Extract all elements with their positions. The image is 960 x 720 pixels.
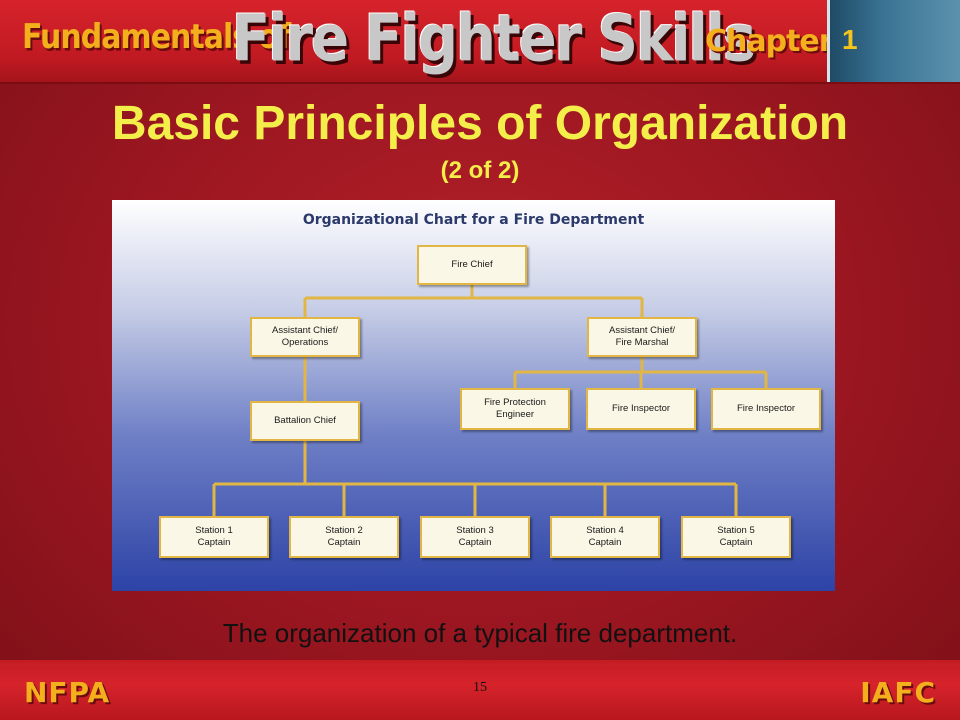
slide-subtitle: (2 of 2)	[440, 157, 520, 184]
page-number: 15	[473, 680, 487, 695]
org-node-s4: Station 4 Captain	[550, 516, 660, 558]
nfpa-logo: NFPA	[24, 676, 111, 709]
org-node-s1: Station 1 Captain	[159, 516, 269, 558]
org-node-ac_ops: Assistant Chief/ Operations	[250, 317, 360, 357]
org-node-fpe: Fire Protection Engineer	[460, 388, 570, 430]
org-chart-title: Organizational Chart for a Fire Departme…	[302, 212, 645, 228]
org-node-bc: Battalion Chief	[250, 401, 360, 441]
iafc-logo: IAFC	[860, 676, 936, 709]
chapter-number: 1	[842, 24, 858, 55]
chapter-label: Chapter	[705, 24, 834, 59]
org-node-chief: Fire Chief	[417, 245, 527, 285]
org-node-ac_fm: Assistant Chief/ Fire Marshal	[587, 317, 697, 357]
footer-banner: NFPA 15 IAFC	[0, 660, 960, 720]
org-node-fi1: Fire Inspector	[586, 388, 696, 430]
slide-caption: The organization of a typical fire depar…	[222, 618, 738, 648]
org-node-fi2: Fire Inspector	[711, 388, 821, 430]
org-chart-image: Organizational Chart for a Fire Departme…	[112, 200, 835, 591]
header-banner: Fundamentals of Fire Fighter Skills Chap…	[0, 0, 960, 84]
slide-title: Basic Principles of Organization	[111, 97, 849, 150]
brand-title: Fire Fighter Skills	[232, 2, 756, 77]
org-node-s3: Station 3 Captain	[420, 516, 530, 558]
org-node-s5: Station 5 Captain	[681, 516, 791, 558]
org-node-s2: Station 2 Captain	[289, 516, 399, 558]
chapter-tab: 1	[827, 0, 960, 82]
org-chart-connectors	[212, 285, 768, 516]
brand-prefix: Fundamentals of	[22, 18, 291, 58]
